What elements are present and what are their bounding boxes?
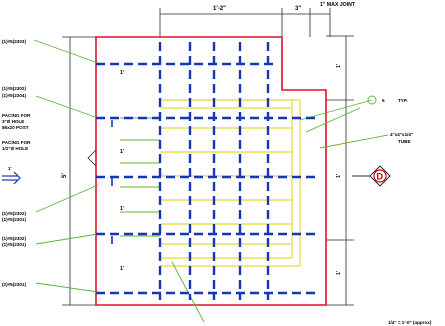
direction-arrow-icon: [2, 171, 21, 185]
left-callouts: (1)#5(2303) (1)#5(2302) (1)#5(2304) PACI…: [2, 39, 31, 287]
weld-size: 6: [382, 98, 385, 103]
callout-label: (1)#5(2302): [2, 211, 26, 216]
right-dimensions: [326, 35, 354, 306]
break-line: [87, 149, 97, 167]
section-diamond-icon: [369, 165, 391, 187]
callout-label: 86x20 POST: [2, 125, 29, 130]
slab-outline: [95, 36, 327, 306]
callout-label: (1)#5(2301): [2, 242, 26, 247]
section-tag-letter: D: [377, 172, 384, 182]
dim-top-small: 3": [295, 6, 301, 12]
callout-label: 1/2"Ø HOLE: [2, 146, 28, 151]
spacing-label: 1': [120, 206, 124, 212]
dim-right-upper: 1': [336, 64, 342, 68]
spacing-label: 1': [120, 149, 124, 155]
section-tag: D: [352, 165, 391, 187]
dim-right-lower: 1': [336, 271, 342, 275]
typ-label: TYP.: [398, 98, 408, 103]
callout-label: 3"Ø HOLE: [2, 119, 24, 124]
callout-label: (1)#5(2303): [2, 39, 26, 44]
callout-label: (1)#5(2301): [2, 217, 26, 222]
spacing-label: 1': [120, 70, 124, 76]
dim-right-middle: 1': [336, 174, 342, 178]
top-dimensions: [159, 8, 331, 37]
callout-label: PACING FOR: [2, 113, 31, 118]
spacing-label: 1': [120, 266, 124, 272]
tube-label: TUBE: [398, 139, 411, 144]
left-dimension: [62, 36, 98, 306]
rebar-vertical: [158, 42, 270, 300]
dim-max-joint: 1" MAX JOINT: [320, 2, 356, 8]
leader-lines: [33, 39, 389, 323]
tube-size-label: 4"x4"x1/4": [390, 132, 413, 137]
dim-top-main: 1'-2": [213, 6, 226, 12]
typ-callout-circle: [367, 95, 377, 105]
scale-note: 1/4" = 1'-0" (approx): [388, 320, 432, 325]
callout-label: (1)#5(2304): [2, 93, 26, 98]
callout-label: PACING FOR: [2, 140, 31, 145]
dim-left-overall: 5': [62, 173, 68, 178]
tube-embed: [160, 99, 301, 267]
callout-label: 1': [8, 166, 12, 171]
rebar-horizontal: [96, 62, 318, 295]
callout-label: (2)#5(2301): [2, 282, 26, 287]
callout-label: (1)#5(2302): [2, 86, 26, 91]
callout-label: (1)#5(2302): [2, 236, 26, 241]
